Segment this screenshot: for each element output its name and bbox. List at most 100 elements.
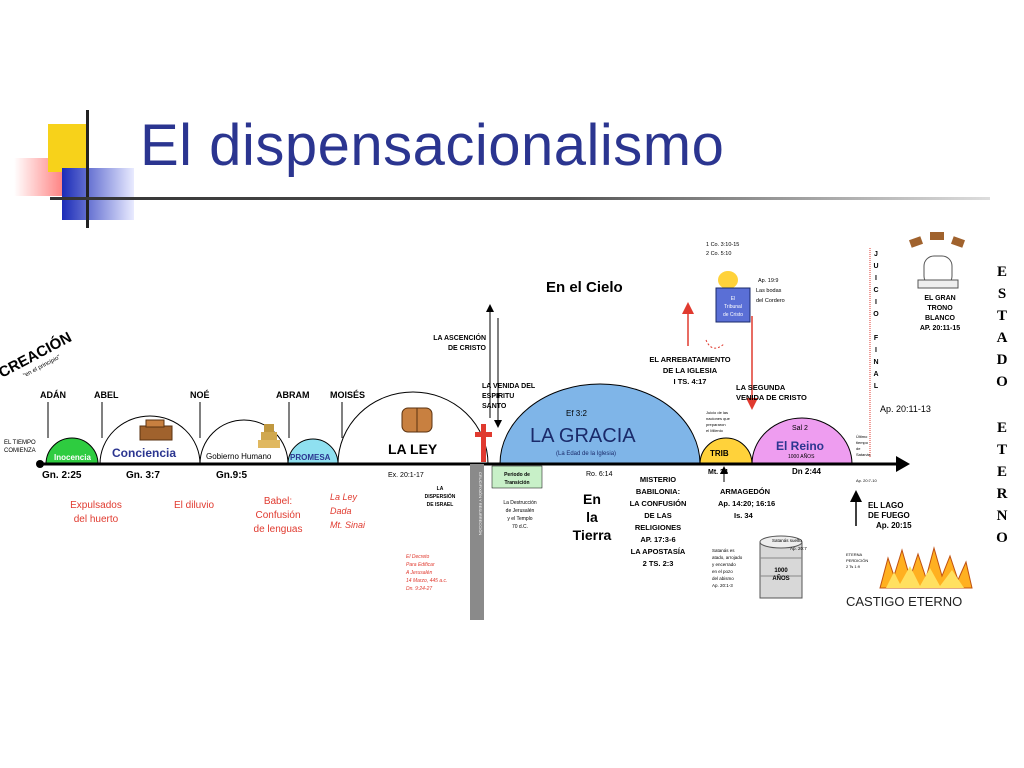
- destruccion-4: 70 d.C.: [512, 524, 528, 530]
- juicio-letter-4: I: [875, 299, 877, 306]
- juicio-naciones-3: prepararon: [706, 422, 726, 427]
- segunda-venida-1: LA SEGUNDA: [736, 383, 786, 392]
- note-diluvio: El diluvio: [174, 500, 214, 511]
- dome-gracia-top: Ef 3:2: [566, 409, 587, 418]
- periodo-1: Periodo de: [504, 472, 530, 478]
- note-babel-3: de lenguas: [254, 524, 303, 535]
- dome-inocencia-label: Inocencia: [54, 453, 91, 462]
- castigo-eterno: CASTIGO ETERNO: [846, 594, 962, 609]
- estado-letter-4: D: [997, 352, 1008, 368]
- ascension-1: LA ASCENCIÓN: [433, 333, 486, 342]
- tiempo-comienza-1: EL TIEMPO: [4, 440, 36, 446]
- bodas-2: Las bodas: [756, 288, 782, 294]
- dome-reino-label: El Reino: [776, 439, 824, 453]
- ultimo-3: de: [856, 446, 861, 451]
- person-labels: ADÁN ABEL NOÉ ABRAM MOISÉS: [40, 390, 365, 400]
- estado-letter-1: S: [998, 286, 1006, 302]
- misterio-4: DE LAS: [644, 511, 672, 520]
- person-abram: ABRAM: [276, 390, 310, 400]
- dome-gobierno-label: Gobierno Humano: [206, 452, 272, 461]
- en-la-tierra-2: la: [586, 509, 598, 525]
- gran-trono-4: AP. 20:11-15: [920, 325, 960, 332]
- dome-conciencia: [99, 415, 201, 465]
- cross-icon: [475, 424, 492, 462]
- ref-gobierno: Gn.9:5: [216, 470, 248, 481]
- tribunal-icon: [715, 271, 751, 323]
- person-abel: ABEL: [94, 390, 119, 400]
- juicio-naciones-1: Juicio de las: [706, 410, 728, 415]
- note-babel-2: Confusión: [255, 510, 300, 521]
- note-ley-2: Dada: [330, 506, 352, 516]
- en-la-tierra-3: Tierra: [573, 527, 612, 543]
- juicio-final-vertical: J U I C I O F I N A L: [873, 251, 879, 390]
- ultimo-5: Ap. 20:7-10: [856, 478, 877, 483]
- periodo-transicion-box: [491, 465, 543, 489]
- tiempo-comienza-2: COMIENZA: [4, 448, 36, 454]
- ultimo-2: tiempo: [856, 440, 869, 445]
- juicio-letter-1: U: [873, 263, 878, 270]
- abyss-pit-icon: [759, 535, 803, 599]
- arrebatamiento-3: I TS. 4:17: [674, 377, 707, 386]
- title-decoration-vertical-line: [86, 110, 89, 228]
- ref-reino: Dn 2:44: [792, 467, 821, 476]
- destruccion-2: de Jerusalén: [506, 508, 535, 514]
- estado-letter-7: E: [997, 420, 1007, 436]
- perdicion-1: ETERNA: [846, 552, 863, 557]
- estado-letter-2: T: [997, 308, 1007, 324]
- gran-trono-icon: [908, 232, 966, 289]
- satanas-encerrado-6: Ap. 20:1-3: [712, 583, 733, 588]
- timeline-start-dot: [36, 460, 44, 468]
- juicio-letter-11: L: [874, 383, 879, 390]
- dome-promesa: [287, 438, 339, 465]
- tribunal-ref-2: 2 Co. 5:10: [706, 251, 731, 257]
- estado-letter-0: E: [997, 264, 1007, 280]
- espiritu-1: LA VENIDA DEL: [482, 383, 536, 390]
- dispensation-timeline-diagram: CREACIÓN "en el principio" ADÁN ABEL NOÉ…: [0, 232, 1008, 620]
- estado-letter-12: O: [996, 530, 1008, 546]
- slide-title: El dispensacionalismo: [140, 113, 725, 178]
- lago-fuego-3: Ap. 20:15: [876, 521, 912, 530]
- perdicion-3: 2 Ts 1:9: [846, 564, 861, 569]
- tribunal-3: de Cristo: [723, 312, 743, 318]
- estado-letter-5: O: [996, 374, 1008, 390]
- mil-anos-2: AÑOS: [772, 575, 789, 582]
- juicio-ref: Ap. 20:11-13: [880, 404, 931, 414]
- misterio-2: BABILONIA:: [636, 487, 680, 496]
- person-noe: NOÉ: [190, 390, 210, 400]
- estado-letter-11: N: [997, 508, 1008, 524]
- satanas-encerrado-3: y encerrado: [712, 562, 736, 567]
- creacion-label: CREACIÓN: [0, 328, 75, 381]
- note-expulsados-1: Expulsados: [70, 500, 122, 511]
- satanas-suelto-2: Ap. 20:7: [790, 546, 807, 551]
- armagedon-2: Ap. 14:20; 16:16: [718, 499, 775, 508]
- ascension-2: DE CRISTO: [448, 345, 487, 352]
- satanas-encerrado-5: del abismo: [712, 576, 734, 581]
- dome-inocencia: [45, 437, 99, 465]
- estado-letter-10: R: [997, 486, 1008, 502]
- dome-tribulacion: [699, 437, 753, 465]
- fire-icon: [879, 546, 973, 589]
- dispersion-1: LA: [437, 486, 444, 492]
- en-el-cielo: En el Cielo: [546, 279, 623, 296]
- tablets-icon: [401, 407, 433, 433]
- dome-reino-top: Sal 2: [792, 425, 808, 432]
- arrebatamiento-2: DE LA IGLESIA: [663, 366, 718, 375]
- dome-reino: [751, 417, 853, 465]
- dome-promesa-label: PROMESA: [290, 453, 331, 462]
- misterio-1: MISTERIO: [640, 475, 676, 484]
- misterio-3: LA CONFUSIÓN: [630, 499, 687, 508]
- estado-letter-9: E: [997, 464, 1007, 480]
- satanas-encerrado-4: en el pozo: [712, 569, 733, 574]
- dispersion-2: DISPERSIÓN: [425, 492, 456, 500]
- ark-icon: [139, 425, 173, 441]
- note-decreto-2: Para Edificar: [406, 562, 435, 568]
- misterio-8: 2 TS. 2:3: [643, 559, 674, 568]
- note-decreto-3: A Jerusalén: [405, 570, 432, 576]
- dome-gracia-sub: (La Edad de la Iglesia): [556, 451, 616, 457]
- juicio-letter-10: A: [873, 371, 878, 378]
- en-la-tierra-1: En: [583, 491, 601, 507]
- espiritu-3: SANTO: [482, 403, 507, 410]
- misterio-5: RELIGIONES: [635, 523, 681, 532]
- ref-gracia: Ro. 6:14: [586, 471, 613, 478]
- ref-tribulacion: Mt. 24: [708, 469, 728, 476]
